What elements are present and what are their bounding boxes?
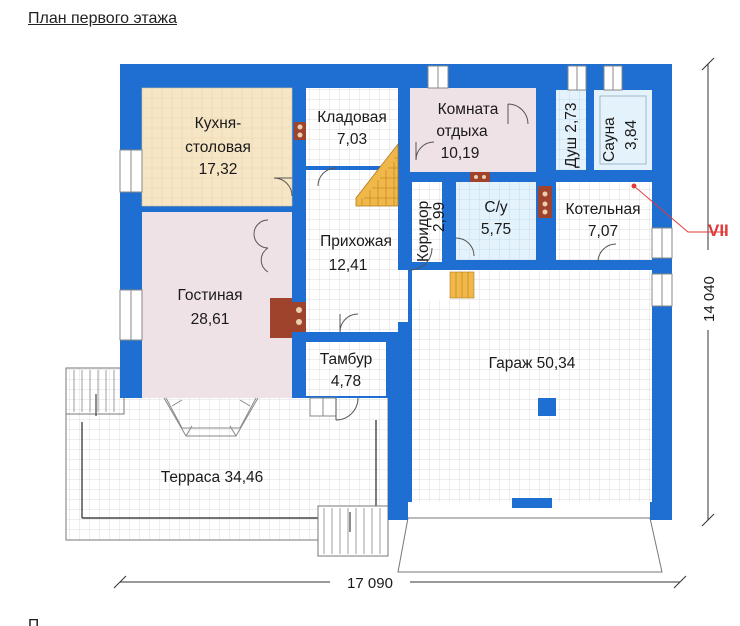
label-vestibule: Тамбур [320,351,373,368]
label-wc-area: 5,75 [481,221,511,238]
label-garage: Гараж 50,34 [489,355,576,372]
sauna-inner [599,95,647,165]
terrace-steps-bottom [317,505,389,557]
label-living-area: 28,61 [191,311,230,328]
dimension-height-label: 14 040 [701,276,718,322]
label-sauna: Сауна [601,117,618,162]
page-title: План первого этажа [28,10,177,27]
label-boiler: Котельная [565,201,640,218]
label-shower: Душ 2,73 [563,102,580,168]
garage-ramp [397,517,663,573]
room-sauna [594,90,652,170]
label-hall-area: 12,41 [329,257,368,274]
chimney-pantry [294,122,306,140]
label-terrace: Терраса 34,46 [161,469,264,486]
room-shower [556,90,586,170]
label-pantry: Кладовая [317,109,386,126]
room-wc [456,182,536,260]
room-rest [410,88,536,172]
label-pantry-area: 7,03 [337,131,367,148]
hall-link [398,262,408,322]
fireplace [270,298,292,338]
bay-window [163,397,259,437]
label-living: Гостиная [177,287,242,304]
label-kitchen-line1: Кухня- [195,115,242,132]
dimension-width-label: 17 090 [347,575,393,592]
garage-column [538,398,556,416]
label-rest-line2: отдыха [436,123,488,140]
room-vestibule [306,342,386,396]
room-boiler [556,182,652,260]
dimension-width [113,575,687,589]
watermark: VII [708,221,729,240]
label-sauna-area: 3,84 [623,119,640,150]
room-living [142,212,292,398]
label-hall: Прихожая [320,233,392,250]
room-pantry [306,88,398,166]
garage-passage [412,270,450,300]
room-corridor [412,182,442,262]
room-garage [412,270,652,502]
label-rest-line1: Комната [438,101,499,118]
dimension-height [701,57,715,527]
label-boiler-area: 7,07 [588,223,618,240]
label-corridor-area: 2,99 [431,202,448,232]
staircase [355,142,399,207]
label-kitchen-area: 17,32 [199,161,238,178]
footer-glyph: П [28,617,39,626]
label-vestibule-area: 4,78 [331,373,361,390]
label-kitchen-line2: столовая [185,139,251,156]
label-wc: С/у [484,199,508,216]
label-rest-area: 10,19 [441,145,480,162]
label-corridor: Коридор [415,201,432,262]
room-kitchen [141,87,293,207]
